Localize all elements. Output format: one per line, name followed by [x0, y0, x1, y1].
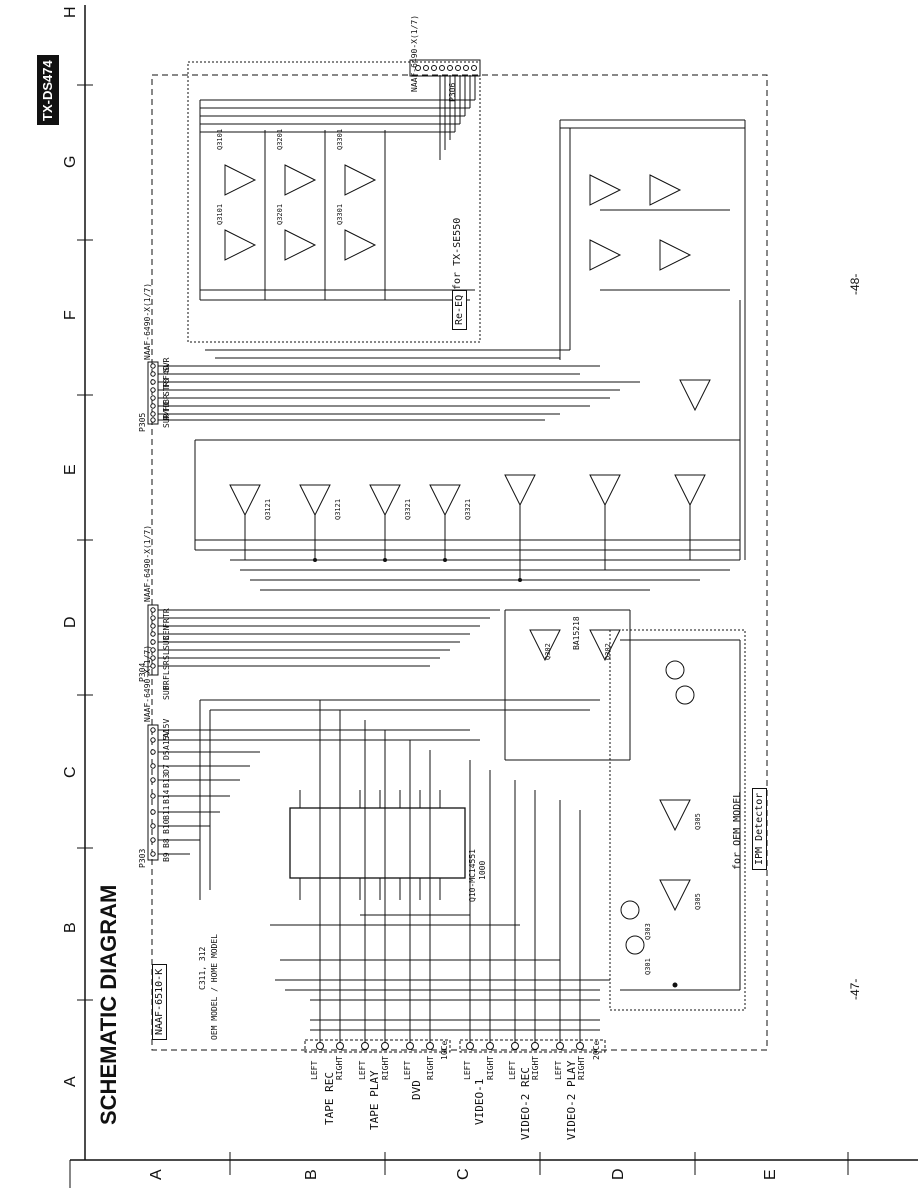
- p304-pin: TR: [162, 608, 171, 618]
- input-label-tape-play: TAPE PLAY: [368, 1070, 381, 1130]
- ipm-label: IPM Detector: [752, 787, 767, 870]
- jack-right: RIGHT: [531, 1055, 540, 1080]
- svg-text:Q3321: Q3321: [464, 499, 472, 520]
- eq-box-label: Re-EQ: [452, 289, 467, 330]
- svg-text:Q3121: Q3121: [264, 499, 272, 520]
- ipm-note: for OEM MODEL: [732, 791, 743, 870]
- svg-text:Q302: Q302: [604, 643, 612, 660]
- grid-col-label: B: [62, 922, 79, 933]
- grid-col-label: F: [62, 310, 79, 320]
- grid-col-label: E: [62, 464, 79, 475]
- p303-pin: B9: [162, 852, 171, 862]
- p303-pin: B13: [162, 773, 171, 788]
- grid-col-label: G: [62, 155, 79, 168]
- input-label-video-1: VIDEO-1: [473, 1078, 486, 1125]
- svg-text:Q301: Q301: [644, 958, 652, 975]
- grid-col-label: D: [62, 616, 79, 628]
- grid-row-label: A: [148, 1169, 165, 1180]
- p305-pin: SUR: [162, 413, 171, 428]
- svg-text:Q3321: Q3321: [404, 499, 412, 520]
- svg-text:Q305: Q305: [694, 813, 702, 830]
- jack-left: LEFT: [358, 1060, 367, 1080]
- model-number: TX-DS474: [40, 60, 55, 121]
- grid-row-label: D: [610, 1168, 627, 1180]
- input-label-dvd: DVD: [410, 1080, 423, 1100]
- variant-note: C311, 312: [198, 946, 207, 990]
- grid-col-label: H: [62, 6, 79, 18]
- jack-left: LEFT: [463, 1060, 472, 1080]
- svg-text:Q302: Q302: [544, 643, 552, 660]
- svg-text:Q3101: Q3101: [216, 129, 224, 150]
- p303-pin: B11: [162, 805, 171, 820]
- svg-text:Q303: Q303: [644, 923, 652, 940]
- jack-left: LEFT: [554, 1060, 563, 1080]
- svg-text:Q3101: Q3101: [216, 204, 224, 225]
- jack-left: LEFT: [508, 1060, 517, 1080]
- board-name: NAAF-6510-K: [152, 963, 167, 1040]
- svg-text:Q3201: Q3201: [276, 129, 284, 150]
- selector-ic-label: Q10-MC14551: [468, 849, 477, 902]
- variant-model-note: OEM MODEL / HOME MODEL: [210, 934, 219, 1040]
- selector-ic-sub: 1000: [478, 860, 487, 880]
- grid-row-label: B: [303, 1169, 320, 1180]
- svg-text:Q3201: Q3201: [276, 204, 284, 225]
- jack-right: RIGHT: [577, 1055, 586, 1080]
- page-number-right: -48-: [848, 273, 862, 295]
- svg-text:Q3301: Q3301: [336, 129, 344, 150]
- grid-col-label: A: [62, 1076, 79, 1087]
- svg-text:Q3121: Q3121: [334, 499, 342, 520]
- p303-pin: D5: [162, 750, 171, 760]
- p303-pin: B10: [162, 819, 171, 834]
- connector-p305: P305: [138, 412, 147, 432]
- connector-p306: P306: [448, 82, 457, 102]
- jack-left: LEFT: [310, 1060, 319, 1080]
- connector-p303-type: NAAF-6490-X(1/7): [143, 644, 152, 722]
- svg-text:Q3301: Q3301: [336, 204, 344, 225]
- jack-right: RIGHT: [335, 1055, 344, 1080]
- connector-p304-type: NAAF-6490-X(1/7): [143, 524, 152, 602]
- eq-note: for TX-SE550: [452, 217, 463, 290]
- connector-p306-type: NAAF-6490-X(1/7): [410, 14, 419, 92]
- jack-right: RIGHT: [486, 1055, 495, 1080]
- svg-text:Q305: Q305: [694, 893, 702, 910]
- jack-group-1: 10Ce: [440, 1040, 449, 1060]
- p303-pin: A15V: [162, 730, 171, 750]
- connector-p305-type: NAAF-6490-X(1/7): [143, 282, 152, 360]
- p304-pin: SUB: [162, 635, 171, 650]
- connector-p303: P303: [138, 848, 147, 868]
- jack-right: RIGHT: [381, 1055, 390, 1080]
- opamp-label: BA15218: [572, 616, 581, 650]
- jack-right: RIGHT: [426, 1055, 435, 1080]
- page-title: SCHEMATIC DIAGRAM: [96, 884, 121, 1125]
- p304-pin: SUB: [162, 685, 171, 700]
- p303-pin: B8: [162, 838, 171, 848]
- jack-left: LEFT: [403, 1060, 412, 1080]
- p304-pin: FL: [162, 670, 171, 680]
- grid-row-label: E: [762, 1169, 779, 1180]
- p303-pin: B14: [162, 789, 171, 804]
- p303-pin: D7: [162, 764, 171, 774]
- page-number-left: -47-: [848, 978, 862, 1000]
- p304-pin: SL: [162, 650, 171, 660]
- jack-group-2: 20Ce: [592, 1040, 601, 1060]
- model-tab: TX-DS474: [37, 55, 59, 125]
- grid-col-label: C: [62, 766, 79, 778]
- grid-row-label: C: [455, 1168, 472, 1180]
- p304-pin: SR: [162, 660, 171, 670]
